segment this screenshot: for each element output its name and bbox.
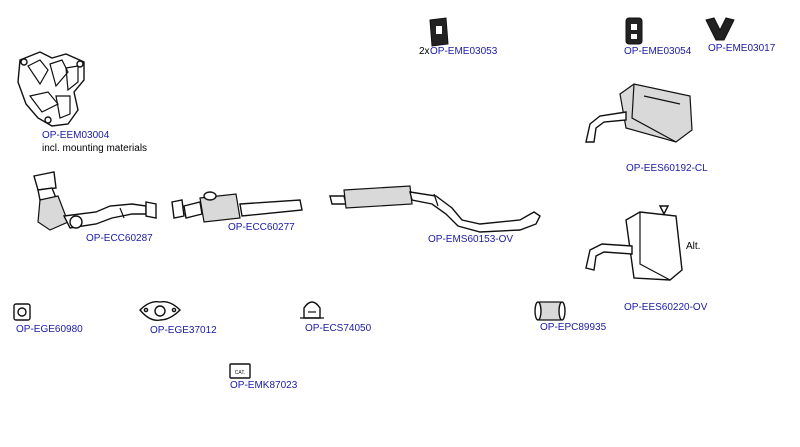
part-qty-eme03053: 2x — [419, 46, 430, 57]
part-label-ecc60287[interactable]: OP-ECC60287 — [86, 233, 153, 244]
part-label-ecc60277[interactable]: OP-ECC60277 — [228, 222, 295, 233]
part-label-epc89935[interactable]: OP-EPC89935 — [540, 322, 607, 333]
gasket-60980-illustration[interactable] — [13, 303, 31, 321]
part-label-emk87023[interactable]: OP-EMK87023 — [230, 380, 298, 391]
part-label-eme03017[interactable]: OP-EME03017 — [708, 43, 776, 54]
exhaust-manifold-illustration[interactable] — [17, 51, 85, 127]
clamp-74050-illustration[interactable] — [300, 301, 324, 319]
rubber-mount-1-illustration[interactable] — [429, 17, 449, 47]
catalytic-converter-1-illustration[interactable] — [33, 171, 157, 231]
part-label-eem03004[interactable]: OP-EEM03004 — [42, 130, 110, 141]
part-label-ems60153[interactable]: OP-EMS60153-OV — [428, 234, 514, 245]
catalytic-converter-2-illustration[interactable] — [171, 191, 303, 223]
middle-silencer-illustration[interactable] — [329, 185, 541, 233]
mounting-kit-icon-text: CAT. — [235, 370, 245, 376]
part-label-eme03054[interactable]: OP-EME03054 — [624, 46, 692, 57]
part-note-eem03004: incl. mounting materials — [42, 143, 148, 154]
part-label-ege37012[interactable]: OP-EGE37012 — [150, 325, 217, 336]
part-label-ees60192[interactable]: OP-EES60192-CL — [626, 163, 708, 174]
rear-silencer-2-illustration[interactable] — [585, 205, 683, 281]
mounting-kit-87023-illustration[interactable]: CAT. — [229, 363, 251, 379]
part-label-ees60220[interactable]: OP-EES60220-OV — [624, 302, 708, 313]
rubber-mount-3-illustration[interactable] — [705, 17, 735, 41]
part-label-ecs74050[interactable]: OP-ECS74050 — [305, 323, 372, 334]
rubber-mount-2-illustration[interactable] — [625, 17, 643, 45]
rear-silencer-1-illustration[interactable] — [585, 83, 693, 143]
part-label-eme03053[interactable]: OP-EME03053 — [430, 46, 498, 57]
part-label-ege60980[interactable]: OP-EGE60980 — [16, 324, 83, 335]
gasket-37012-illustration[interactable] — [139, 300, 181, 321]
pipe-connector-89935-illustration[interactable] — [534, 301, 566, 321]
part-note-ees60220: Alt. — [686, 241, 701, 252]
